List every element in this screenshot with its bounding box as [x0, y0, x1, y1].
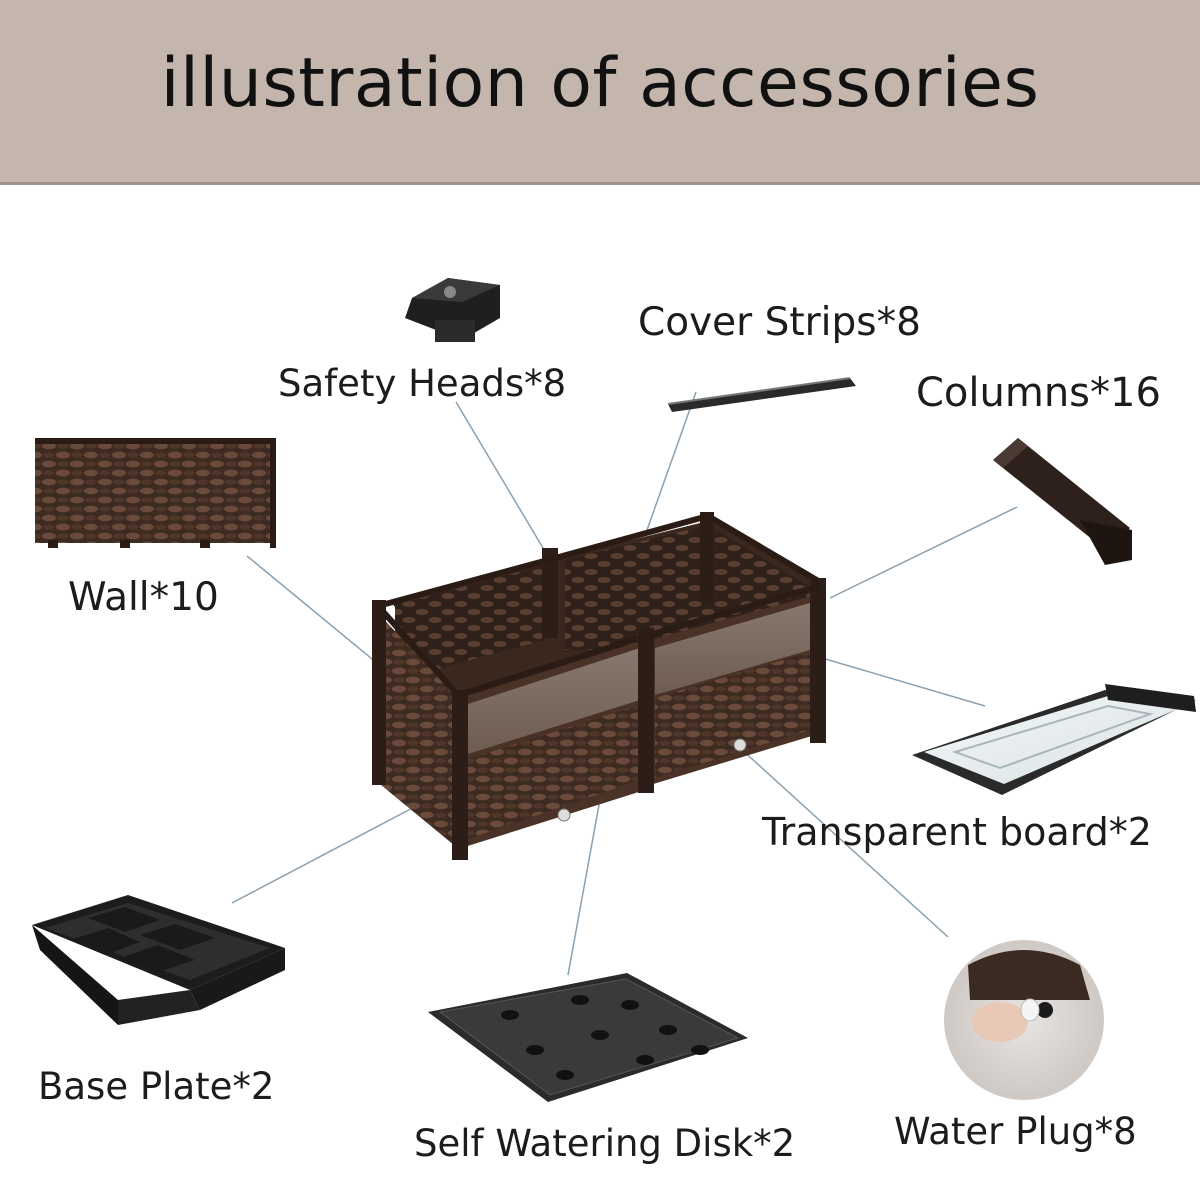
- label-water-plug: Water Plug*8: [894, 1110, 1137, 1153]
- assembled-planter: [372, 512, 826, 860]
- wicker-wall-panel-icon: [35, 438, 276, 548]
- cover-strip-icon: [667, 377, 856, 412]
- label-safety-heads: Safety Heads*8: [278, 362, 567, 405]
- transparent-board-icon: [912, 684, 1196, 795]
- label-base-plate: Base Plate*2: [38, 1065, 275, 1108]
- leader-lines: [231, 391, 1018, 976]
- label-wall: Wall*10: [68, 575, 219, 620]
- label-transparent-board: Transparent board*2: [762, 810, 1152, 854]
- safety-head-cap-icon: [405, 278, 500, 342]
- title-banner: illustration of accessories: [0, 0, 1200, 185]
- base-plate-icon: [32, 895, 285, 1025]
- water-plug-icon: [944, 940, 1104, 1100]
- page-title: illustration of accessories: [160, 44, 1040, 123]
- column-post-icon: [993, 438, 1132, 565]
- label-columns: Columns*16: [916, 370, 1161, 416]
- label-cover-strips: Cover Strips*8: [638, 300, 921, 345]
- watering-disk-icon: [428, 973, 748, 1102]
- label-self-watering-disk: Self Watering Disk*2: [414, 1122, 796, 1165]
